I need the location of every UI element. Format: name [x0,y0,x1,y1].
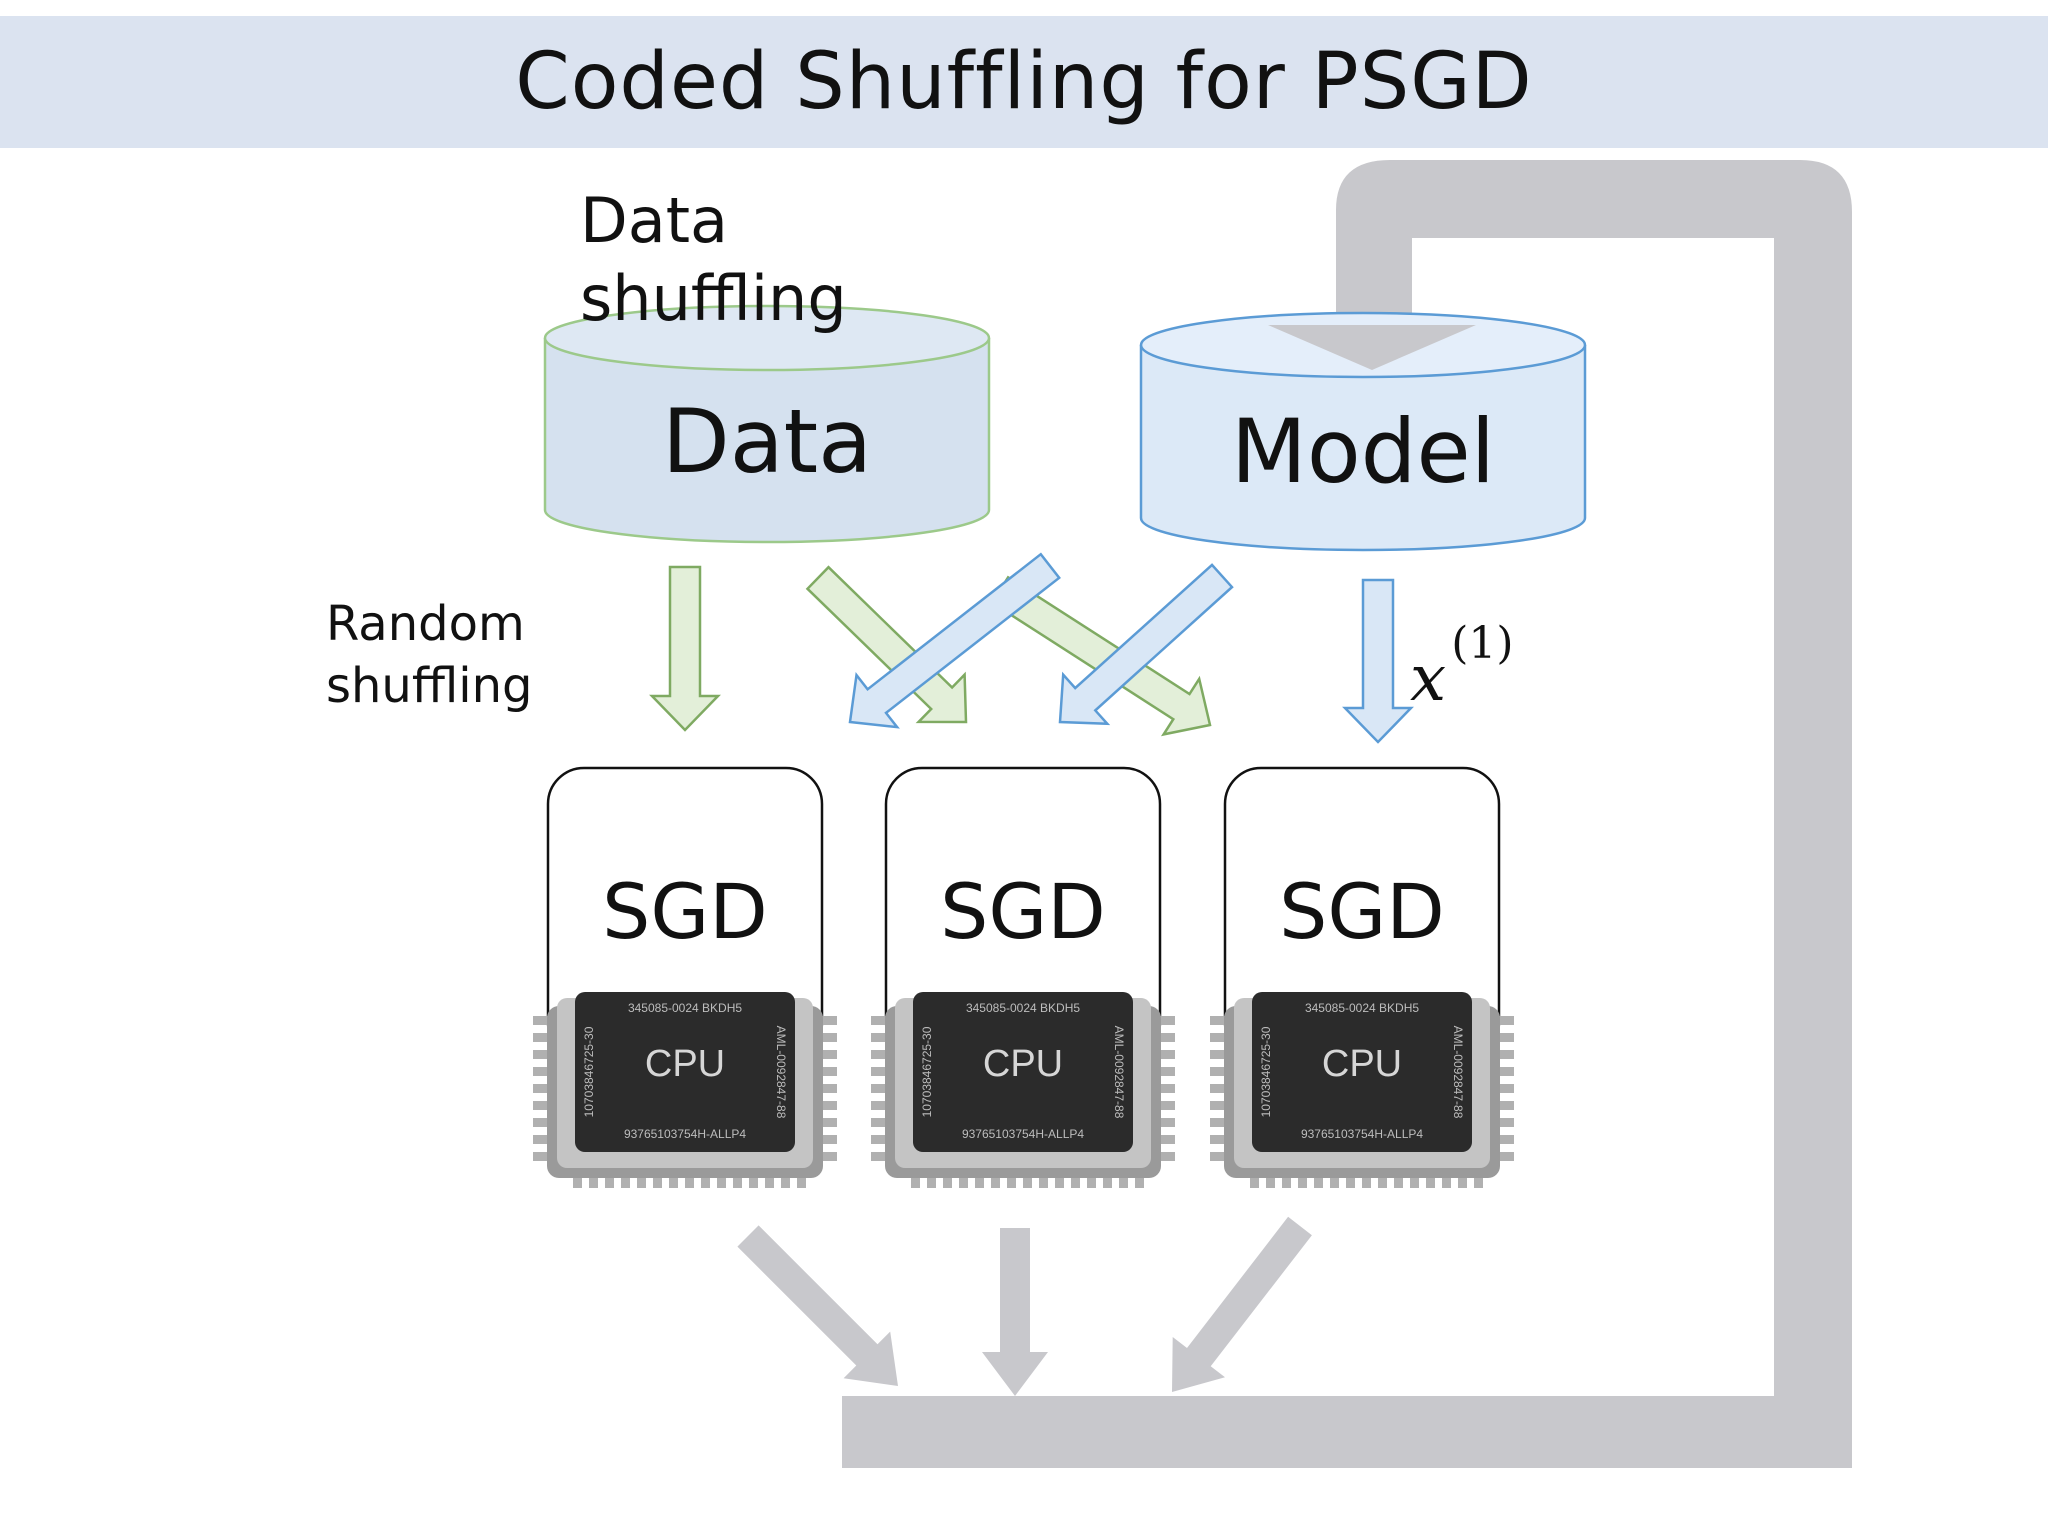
cpu-left-code: 10703846725-30 [582,1026,596,1117]
cpu-bottom-code: 93765103754H-ALLP4 [624,1127,746,1141]
cpu-right-code: AML-0092847-88 [1112,1026,1126,1119]
cpu-chip-icon: CPU 345085-0024 BKDH5 93765103754H-ALLP4 10… [1210,992,1514,1188]
cpu-chip-icon: CPU 345085-0024 BKDH5 93765103754H-ALLP4 10… [533,992,837,1188]
model-to-worker-3-arrow [1342,578,1414,744]
cpu-label: CPU [1322,1043,1402,1085]
model-param-base: x [1410,642,1446,716]
data-to-worker-3-arrow [990,575,1212,737]
model-to-worker-1-arrow [848,552,1061,729]
worker-3-to-aggregate-arrow [1172,1216,1312,1392]
page-title: Coded Shuffling for PSGD [515,37,1533,127]
model-param-label: x (1) [1410,618,1514,716]
aggregation-arrows [737,1216,1312,1396]
worker-2: SGD CPU 345085-0024 BKDH5 93765103754H-ALLP… [871,766,1175,1188]
model-to-worker-2-arrow [1058,563,1234,726]
worker-2-to-aggregate-arrow [982,1228,1048,1396]
data-to-worker-1-arrow [649,565,721,732]
cpu-right-code: AML-0092847-88 [1451,1026,1465,1119]
model-storage-label: Model [1231,400,1495,503]
sgd-label: SGD [1279,867,1445,956]
cpu-top-code: 345085-0024 BKDH5 [1305,1001,1419,1015]
cpu-chip-icon: CPU 345085-0024 BKDH5 93765103754H-ALLP4 10… [871,992,1175,1188]
model-storage: Model [1139,311,1587,552]
random-shuffling-label-line1: Random [326,596,525,652]
sgd-label: SGD [940,867,1106,956]
data-shuffling-label-line1: Data [580,184,728,257]
workers: SGD CPU 345085-0024 BKDH5 93765103754H-ALLP… [533,766,1514,1188]
feedback-arrowhead [1268,325,1476,370]
cpu-bottom-code: 93765103754H-ALLP4 [1301,1127,1423,1141]
worker-1-to-aggregate-arrow [737,1225,898,1386]
model-param-sup: (1) [1451,618,1513,669]
data-shuffling-label-line2: shuffling [580,262,847,335]
worker-1: SGD CPU 345085-0024 BKDH5 93765103754H-ALLP… [533,766,837,1188]
data-to-worker-2-arrow [805,565,968,724]
distribution-arrows [649,552,1414,744]
cpu-left-code: 10703846725-30 [1259,1026,1273,1117]
cpu-bottom-code: 93765103754H-ALLP4 [962,1127,1084,1141]
sgd-label: SGD [602,867,768,956]
data-storage: Data [543,304,991,544]
cpu-top-code: 345085-0024 BKDH5 [628,1001,742,1015]
cpu-right-code: AML-0092847-88 [774,1026,788,1119]
random-shuffling-label-line2: shuffling [326,658,532,714]
cpu-label: CPU [645,1043,725,1085]
cpu-label: CPU [983,1043,1063,1085]
cpu-left-code: 10703846725-30 [920,1026,934,1117]
cpu-top-code: 345085-0024 BKDH5 [966,1001,1080,1015]
title-bar: Coded Shuffling for PSGD [0,16,2048,148]
worker-3: SGD CPU 345085-0024 BKDH5 93765103754H-ALLP… [1210,766,1514,1188]
data-storage-label: Data [662,390,872,493]
